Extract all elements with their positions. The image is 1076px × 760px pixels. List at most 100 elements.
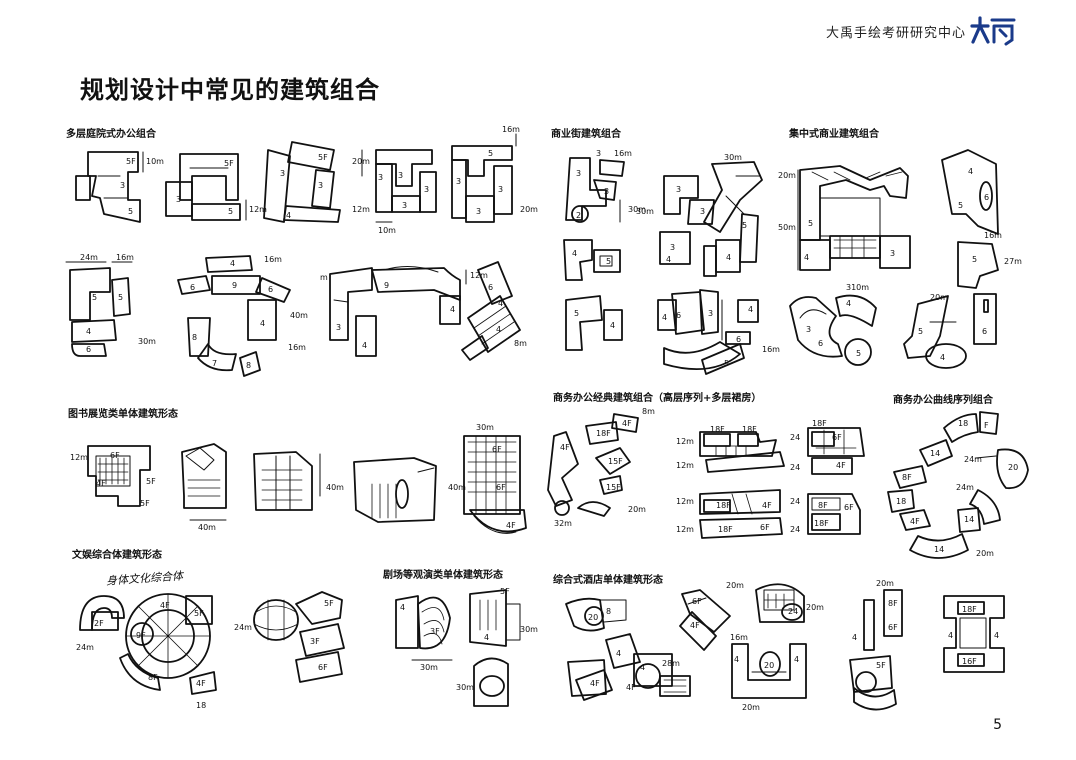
svg-text:4: 4 [948, 631, 953, 640]
page-number: 5 [993, 717, 1002, 733]
svg-text:4: 4 [726, 253, 731, 262]
page-title: 规划设计中常见的建筑组合 [80, 76, 380, 104]
svg-text:6F: 6F [110, 451, 120, 460]
svg-text:20m: 20m [930, 293, 948, 302]
svg-text:4: 4 [230, 259, 235, 268]
svg-text:40m: 40m [198, 523, 216, 532]
svg-text:3: 3 [700, 207, 705, 216]
svg-text:3: 3 [318, 181, 323, 190]
svg-text:5: 5 [574, 309, 579, 318]
svg-text:24m: 24m [76, 643, 94, 652]
svg-text:4F: 4F [622, 419, 632, 428]
svg-text:30m: 30m [724, 153, 742, 162]
svg-text:8F: 8F [148, 673, 158, 682]
section-label-library: 图书展览类单体建筑形态 [68, 409, 178, 420]
svg-text:5F: 5F [140, 499, 150, 508]
svg-text:12m: 12m [676, 525, 694, 534]
svg-text:8: 8 [192, 333, 197, 342]
svg-text:18F: 18F [596, 429, 611, 438]
svg-text:6F: 6F [832, 433, 842, 442]
central-commercial-sketch-2: 465 16m [942, 150, 1002, 240]
svg-text:40m: 40m [448, 483, 466, 492]
svg-text:3: 3 [424, 185, 429, 194]
svg-text:5: 5 [808, 219, 813, 228]
svg-text:5: 5 [972, 255, 977, 264]
svg-text:24m: 24m [964, 455, 982, 464]
svg-text:2F: 2F [94, 619, 104, 628]
svg-text:18: 18 [896, 497, 906, 506]
svg-text:5: 5 [856, 349, 861, 358]
svg-text:30m: 30m [456, 683, 474, 692]
svg-text:3: 3 [378, 173, 383, 182]
svg-text:4: 4 [968, 167, 973, 176]
svg-text:18F: 18F [710, 425, 725, 434]
svg-text:5: 5 [918, 327, 923, 336]
svg-text:12m: 12m [470, 271, 488, 280]
svg-text:6: 6 [982, 327, 987, 336]
svg-text:16m: 16m [762, 345, 780, 354]
svg-text:6: 6 [488, 283, 493, 292]
svg-text:5F: 5F [500, 587, 510, 596]
svg-text:9F: 9F [136, 631, 146, 640]
svg-text:24m: 24m [956, 483, 974, 492]
svg-text:6: 6 [736, 335, 741, 344]
svg-text:12m: 12m [70, 453, 88, 462]
svg-text:12m: 12m [676, 461, 694, 470]
svg-text:18F: 18F [716, 501, 731, 510]
svg-text:6: 6 [818, 339, 823, 348]
brand-name: 大禹手绘考研研究中心 [825, 26, 966, 41]
svg-text:4: 4 [940, 353, 945, 362]
svg-text:6F: 6F [760, 523, 770, 532]
svg-text:4: 4 [734, 655, 739, 664]
svg-text:6: 6 [86, 345, 91, 354]
svg-text:16m: 16m [984, 231, 1002, 240]
svg-text:18: 18 [196, 701, 206, 710]
svg-text:5F: 5F [146, 477, 156, 486]
svg-text:8m: 8m [514, 339, 527, 348]
svg-text:3: 3 [596, 149, 601, 158]
svg-text:24: 24 [790, 463, 800, 472]
commercial-street-sketch-3: 54 [566, 296, 622, 350]
section-label-central-commercial: 集中式商业建筑组合 [789, 129, 879, 140]
section-label-hotel: 综合式酒店单体建筑形态 [553, 575, 663, 586]
svg-text:4: 4 [794, 655, 799, 664]
theater-sketch-3: 30m [456, 658, 508, 706]
svg-text:4: 4 [286, 211, 291, 220]
svg-text:4F: 4F [626, 683, 636, 692]
svg-text:5: 5 [92, 293, 97, 302]
svg-text:24m: 24m [80, 253, 98, 262]
library-sketch-1: 6F 4F 5F 5F 12m [70, 446, 156, 508]
svg-text:4: 4 [498, 299, 503, 308]
svg-text:4: 4 [640, 663, 645, 672]
svg-text:30m: 30m [476, 423, 494, 432]
section-label-business-curve: 商务办公曲线序列组合 [893, 395, 993, 406]
svg-text:4: 4 [362, 341, 367, 350]
svg-text:7: 7 [212, 359, 217, 368]
svg-text:28m: 28m [662, 659, 680, 668]
svg-text:6F: 6F [888, 623, 898, 632]
svg-text:4: 4 [666, 255, 671, 264]
svg-text:16m: 16m [288, 343, 306, 352]
svg-text:310m: 310m [846, 283, 869, 292]
section-label-business-classic: 商务办公经典建筑组合（高层序列+多层裙房） [553, 393, 762, 404]
svg-text:4: 4 [804, 253, 809, 262]
svg-text:4: 4 [994, 631, 999, 640]
library-sketch-3: 40m [254, 452, 344, 510]
svg-text:5: 5 [958, 201, 963, 210]
svg-text:18: 18 [958, 419, 968, 428]
svg-text:4F: 4F [96, 479, 106, 488]
central-commercial-sketch-5: 5 4 6 20m [904, 293, 996, 368]
svg-text:14: 14 [934, 545, 944, 554]
svg-text:3: 3 [604, 187, 609, 196]
svg-text:30m: 30m [420, 663, 438, 672]
svg-text:24: 24 [790, 497, 800, 506]
